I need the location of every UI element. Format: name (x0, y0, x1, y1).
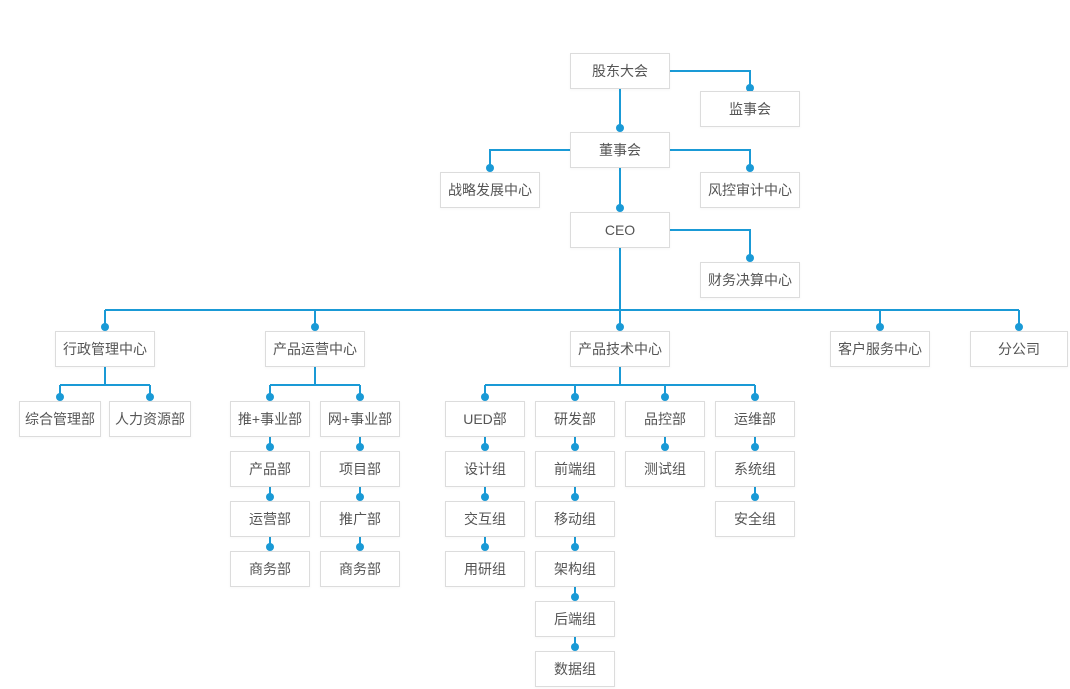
connector-dot (751, 443, 759, 451)
connector-dot (356, 443, 364, 451)
connector-dot (56, 393, 64, 401)
org-node-general-management-dept: 综合管理部 (19, 401, 101, 437)
org-node-backend-group: 后端组 (535, 601, 615, 637)
org-node-promotion-dept: 推广部 (320, 501, 400, 537)
connector-dot (571, 593, 579, 601)
org-node-business-dept-wang: 商务部 (320, 551, 400, 587)
connector-dot (571, 443, 579, 451)
connector-dot (661, 393, 669, 401)
org-node-quality-control-dept: 品控部 (625, 401, 705, 437)
connector-dot (481, 393, 489, 401)
org-node-product-technology-center: 产品技术中心 (570, 331, 670, 367)
connector-dot (571, 643, 579, 651)
org-node-devops-dept: 运维部 (715, 401, 795, 437)
connector-dot (616, 204, 624, 212)
connector-dot (356, 393, 364, 401)
org-node-branch-company: 分公司 (970, 331, 1068, 367)
org-node-wang-business-unit: 网+事业部 (320, 401, 400, 437)
connector-dot (1015, 323, 1023, 331)
connector-dot (751, 393, 759, 401)
org-node-user-research-group: 用研组 (445, 551, 525, 587)
org-node-system-group: 系统组 (715, 451, 795, 487)
connector-dot (266, 393, 274, 401)
connector-dot (146, 393, 154, 401)
org-node-strategy-development-center: 战略发展中心 (440, 172, 540, 208)
org-node-frontend-group: 前端组 (535, 451, 615, 487)
connector-dot (486, 164, 494, 172)
org-node-shareholders-meeting: 股东大会 (570, 53, 670, 89)
connector-dot (571, 393, 579, 401)
connector-dot (571, 543, 579, 551)
org-node-security-group: 安全组 (715, 501, 795, 537)
connector-dot (481, 543, 489, 551)
org-node-ceo: CEO (570, 212, 670, 248)
connector-dot (356, 543, 364, 551)
connector-dot (266, 443, 274, 451)
connector-dot (481, 443, 489, 451)
org-node-admin-management-center: 行政管理中心 (55, 331, 155, 367)
org-node-finance-settlement-center: 财务决算中心 (700, 262, 800, 298)
connector-dot (876, 323, 884, 331)
org-node-interaction-group: 交互组 (445, 501, 525, 537)
connector-line (670, 149, 751, 168)
connector-dot (571, 493, 579, 501)
org-node-risk-audit-center: 风控审计中心 (700, 172, 800, 208)
connector-dot (616, 124, 624, 132)
org-node-testing-group: 测试组 (625, 451, 705, 487)
connector-line (670, 70, 751, 88)
org-node-human-resources-dept: 人力资源部 (109, 401, 191, 437)
connector-dot (616, 323, 624, 331)
connector-dot (266, 493, 274, 501)
org-node-tui-business-unit: 推+事业部 (230, 401, 310, 437)
connector-dot (356, 493, 364, 501)
connector-dot (311, 323, 319, 331)
org-node-project-dept: 项目部 (320, 451, 400, 487)
org-node-rd-dept: 研发部 (535, 401, 615, 437)
org-node-design-group: 设计组 (445, 451, 525, 487)
org-node-mobile-group: 移动组 (535, 501, 615, 537)
org-node-operations-dept: 运营部 (230, 501, 310, 537)
org-node-data-group: 数据组 (535, 651, 615, 687)
connector-dot (746, 254, 754, 262)
connector-dot (481, 493, 489, 501)
org-node-architecture-group: 架构组 (535, 551, 615, 587)
org-node-customer-service-center: 客户服务中心 (830, 331, 930, 367)
connector-line (489, 149, 570, 168)
org-node-board-of-directors: 董事会 (570, 132, 670, 168)
org-node-ued-dept: UED部 (445, 401, 525, 437)
org-node-product-operations-center: 产品运营中心 (265, 331, 365, 367)
org-node-business-dept-tui: 商务部 (230, 551, 310, 587)
connector-dot (746, 84, 754, 92)
connector-dot (661, 443, 669, 451)
connector-dot (751, 493, 759, 501)
org-node-supervisory-board: 监事会 (700, 91, 800, 127)
connector-line (670, 229, 751, 258)
connector-dot (101, 323, 109, 331)
connector-dot (746, 164, 754, 172)
org-node-product-dept: 产品部 (230, 451, 310, 487)
connector-dot (266, 543, 274, 551)
